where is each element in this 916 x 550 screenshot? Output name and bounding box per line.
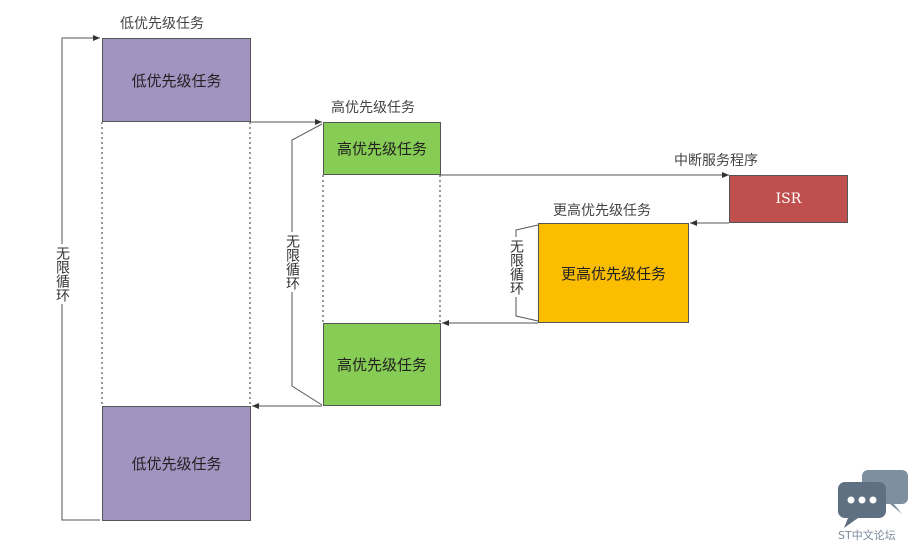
box-low-priority-top-label: 低优先级任务 <box>131 71 222 90</box>
box-isr-label: ISR <box>775 191 802 207</box>
caption-higher-priority: 更高优先级任务 <box>553 203 651 219</box>
box-high-priority-bottom-label: 高优先级任务 <box>336 356 427 374</box>
watermark-text: ST中文论坛 <box>838 529 896 542</box>
box-isr: ISR <box>729 175 848 223</box>
loop-label-inner: 无限循环 <box>507 237 525 297</box>
chat-bubbles-icon <box>838 470 908 528</box>
caption-isr: 中断服务程序 <box>674 153 758 169</box>
caption-high-priority: 高优先级任务 <box>331 100 415 116</box>
box-higher-priority-label: 更高优先级任务 <box>560 264 666 283</box>
box-high-priority-top: 高优先级任务 <box>323 122 441 175</box>
box-low-priority-bottom: 低优先级任务 <box>102 406 251 521</box>
box-higher-priority: 更高优先级任务 <box>538 223 689 323</box>
box-high-priority-bottom: 高优先级任务 <box>323 323 441 406</box>
loop-label-middle: 无限循环 <box>283 232 301 292</box>
box-low-priority-top: 低优先级任务 <box>102 38 251 122</box>
box-low-priority-bottom-label: 低优先级任务 <box>131 455 222 473</box>
box-high-priority-top-label: 高优先级任务 <box>336 140 427 158</box>
loop-label-outer: 无限循环 <box>53 244 71 304</box>
caption-low-priority: 低优先级任务 <box>120 16 204 32</box>
